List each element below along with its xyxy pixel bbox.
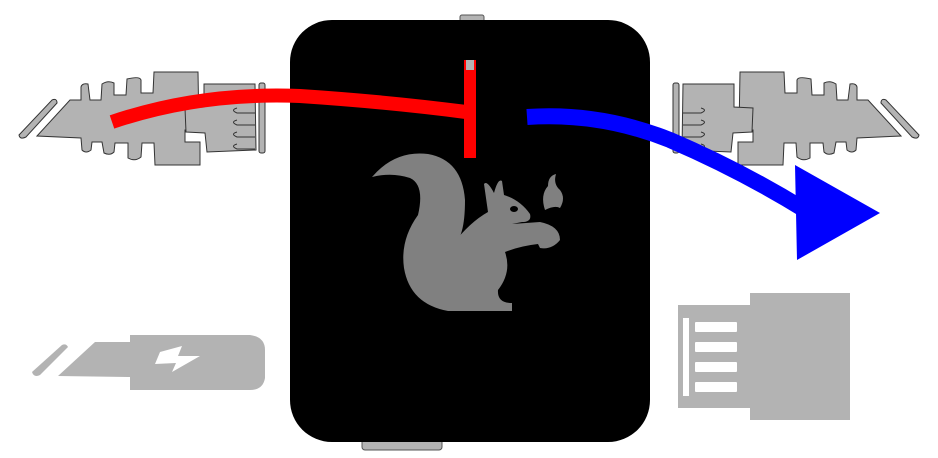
lightning-usb-plug-icon xyxy=(32,335,265,390)
squirrel-mascot-icon xyxy=(372,153,563,311)
usb-a-plug-icon xyxy=(678,293,850,420)
blocked-flow-arrow xyxy=(109,60,476,158)
allowed-flow-arrow xyxy=(526,108,880,260)
ethernet-plug-right-icon xyxy=(672,71,920,166)
